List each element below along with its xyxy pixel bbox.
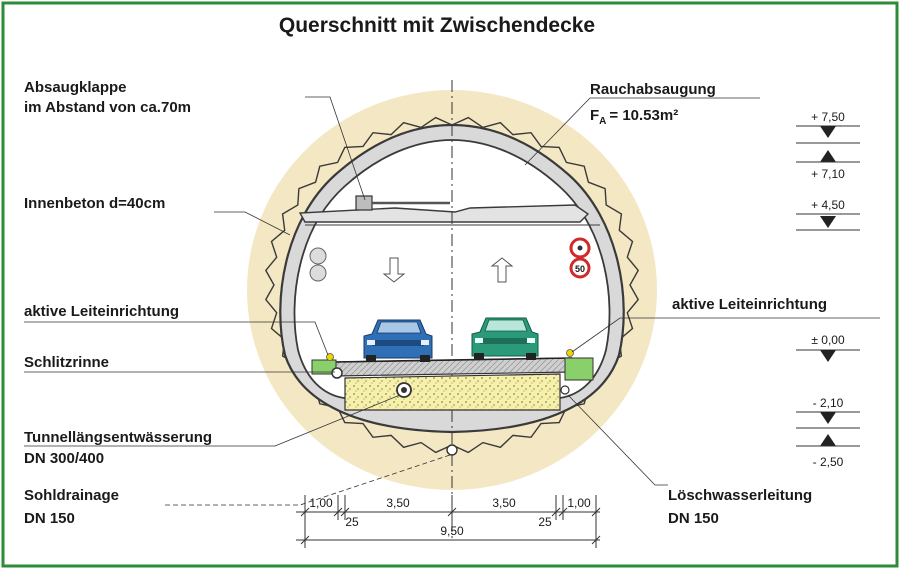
level-710: + 7,10 (811, 167, 845, 181)
dim-25-left: 25 (345, 515, 359, 529)
label-loeschwasser-dn: DN 150 (668, 510, 719, 527)
dimension-chain: 1,00 3,50 3,50 1,00 25 25 9,50 (296, 495, 601, 548)
level-000: ± 0,00 (811, 333, 845, 347)
slot-drain-icon (331, 367, 343, 379)
tunnel-outer-spikes (264, 116, 640, 454)
drain-pipe-core (401, 387, 407, 393)
dim-total: 9,50 (440, 524, 464, 538)
label-innenbeton: Innenbeton d=40cm (24, 195, 165, 212)
area-subscript: A (599, 116, 606, 127)
gravel-fill (344, 373, 561, 411)
direction-arrow-down-icon (382, 257, 406, 283)
label-rauch-area: FA= 10.53m² (590, 107, 678, 127)
label-tunnel-drainage-dn: DN 300/400 (24, 450, 104, 467)
bottom-drain-icon (446, 444, 458, 456)
guidance-light-right-icon (566, 349, 574, 357)
label-leiteinrichtung-right: aktive Leiteinrichtung (672, 296, 827, 313)
label-leiteinrichtung-left: aktive Leiteinrichtung (24, 303, 179, 320)
direction-arrow-up-icon (490, 257, 514, 283)
leader-loesch (567, 394, 668, 486)
speed-sign-text: 50 (575, 264, 585, 274)
label-rauchabsaugung: Rauchabsaugung (590, 81, 716, 98)
sign-dot (577, 245, 583, 251)
label-sohldrainage-dn: DN 150 (24, 510, 75, 527)
label-absaugklappe-detail: im Abstand von ca.70m (24, 99, 191, 116)
label-schlitzrinne: Schlitzrinne (24, 354, 109, 371)
label-sohldrainage: Sohldrainage (24, 487, 119, 504)
leader-leit-right (571, 317, 880, 353)
guidance-light-left-icon (326, 353, 334, 361)
dim-25-right: 25 (538, 515, 552, 529)
dim-350-left: 3,50 (386, 496, 410, 510)
leader-sohl (165, 454, 451, 506)
level-markers: + 7,50 + 7,10 + 4,50 ± 0,00 - 2,10 - 2,5… (796, 110, 860, 469)
label-absaugklappe: Absaugklappe (24, 79, 127, 96)
level-750: + 7,50 (811, 110, 845, 124)
dim-100-right: 1,00 (567, 496, 591, 510)
fire-pipe-icon (560, 385, 570, 395)
curb-right (564, 357, 594, 381)
level-250: - 2,50 (813, 455, 844, 469)
dim-350-right: 3,50 (492, 496, 516, 510)
lamp-icon-2 (309, 264, 327, 282)
leader-leit-left (24, 321, 329, 356)
curb-left (311, 359, 337, 375)
car-green-icon (471, 317, 539, 360)
leader-rauch (524, 97, 760, 166)
lamp-icon-1 (309, 247, 327, 265)
speed-sign-icon (569, 257, 591, 279)
label-loeschwasser: Löschwasserleitung (668, 487, 812, 504)
car-blue-icon (363, 319, 433, 362)
dim-100-left: 1,00 (309, 496, 333, 510)
level-210: - 2,10 (813, 396, 844, 410)
leader-innenbeton (214, 211, 291, 236)
leader-tunnel (24, 394, 401, 447)
label-tunnel-drainage: Tunnellängsentwässerung (24, 429, 212, 446)
area-symbol: F (590, 107, 599, 124)
diagram-title: Querschnitt mit Zwischendecke (279, 14, 595, 37)
area-value: = 10.53m² (609, 107, 678, 124)
level-450: + 4,50 (811, 198, 845, 212)
leader-absaugklappe (305, 96, 366, 201)
